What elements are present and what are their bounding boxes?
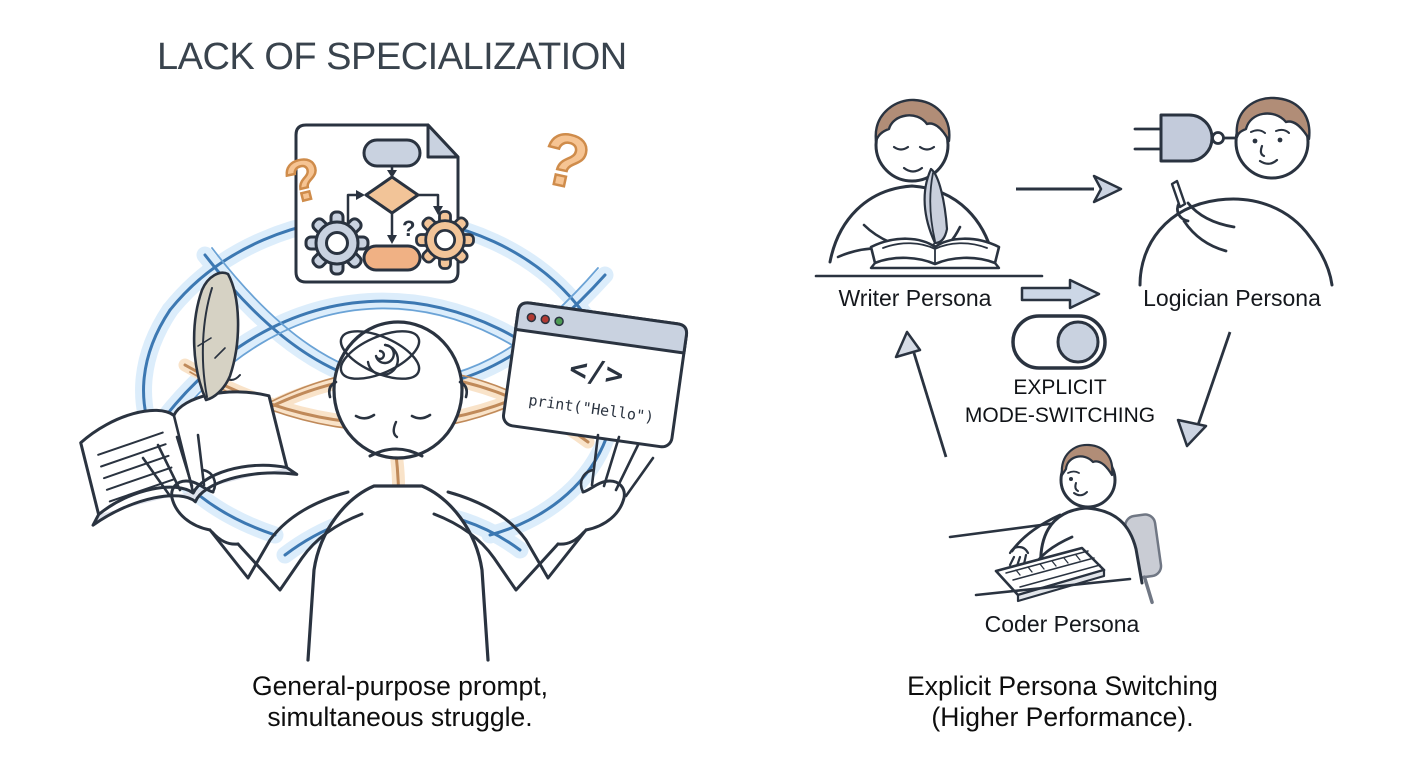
logician-pointing-arm: [1170, 179, 1236, 253]
logician-brows: [1250, 128, 1290, 134]
right-arm-hand: [432, 433, 655, 592]
block-arrow-icon: [1020, 278, 1101, 310]
desk-front-edge: [974, 577, 1132, 597]
flowchart-question-mark: ?: [402, 216, 415, 241]
persona-switching-illustration: [814, 96, 1334, 605]
logician-smile: [1258, 144, 1279, 165]
logician-hair: [1235, 96, 1311, 141]
coder-hair: [1060, 443, 1114, 477]
mode-switch-text-line2: MODE-SWITCHING: [964, 404, 1156, 427]
window-dot-red: [526, 312, 537, 323]
lack-of-specialization-illustration: ?: [79, 123, 689, 662]
page-fold: [426, 123, 460, 159]
window-dot-red2: [540, 314, 550, 325]
book-icon: [79, 271, 299, 527]
window-dot-green: [554, 316, 564, 327]
writer-hair: [874, 98, 951, 143]
writer-smile: [902, 166, 924, 173]
gear-icon-left: [304, 210, 370, 276]
logician-persona-figure: [1133, 96, 1334, 287]
confused-person-figure: [141, 320, 655, 662]
writer-persona-figure: [814, 98, 1044, 278]
logic-gate-icon: [1133, 113, 1254, 163]
coder-persona-label: Coder Persona: [984, 611, 1140, 637]
keyboard-icon: [994, 546, 1106, 603]
left-caption: General-purpose prompt, simultaneous str…: [200, 671, 600, 733]
flowchart-start-node: [362, 138, 422, 168]
coder-persona-figure: [948, 443, 1163, 605]
left-arm-hand: [141, 433, 364, 592]
right-caption: Explicit Persona Switching (Higher Perfo…: [855, 671, 1270, 733]
arrow-coder-to-writer: [912, 352, 948, 458]
code-window-icon: </> print("Hello"): [502, 301, 689, 449]
page-title: LACK OF SPECIALIZATION: [157, 36, 627, 78]
closed-eyes: [354, 413, 432, 420]
left-caption-line2: simultaneous struggle.: [267, 702, 533, 732]
flowchart-end-node: [362, 244, 422, 272]
nose: [392, 420, 399, 439]
logician-body: [1138, 197, 1334, 287]
toggle-knob: [1056, 320, 1100, 364]
torso: [306, 484, 490, 662]
right-caption-line1: Explicit Persona Switching: [907, 671, 1218, 701]
cycle-arrows: [894, 174, 1232, 458]
writer-eyes: [892, 145, 936, 151]
desk-back-edge: [948, 520, 1066, 539]
mode-toggle-icon: [1011, 314, 1107, 370]
arrow-logician-to-coder: [1196, 331, 1232, 426]
head: [332, 320, 464, 460]
writer-persona-label: Writer Persona: [838, 285, 992, 311]
right-caption-line2: (Higher Performance).: [931, 702, 1194, 732]
tangled-thoughts-scribble: [339, 330, 421, 380]
ears: [327, 380, 469, 399]
mode-switch-text-line1: EXPLICIT: [1013, 376, 1107, 399]
pointing-finger: [1170, 179, 1187, 209]
quill-feather-icon: [192, 271, 240, 402]
coder-smile: [1073, 482, 1088, 497]
code-symbol: </>: [567, 351, 626, 393]
left-caption-line1: General-purpose prompt,: [251, 671, 549, 701]
frown-mouth: [368, 447, 424, 458]
gear-icon-right: [415, 210, 475, 270]
window-title-bar: [514, 301, 689, 355]
logician-persona-label: Logician Persona: [1143, 285, 1321, 311]
